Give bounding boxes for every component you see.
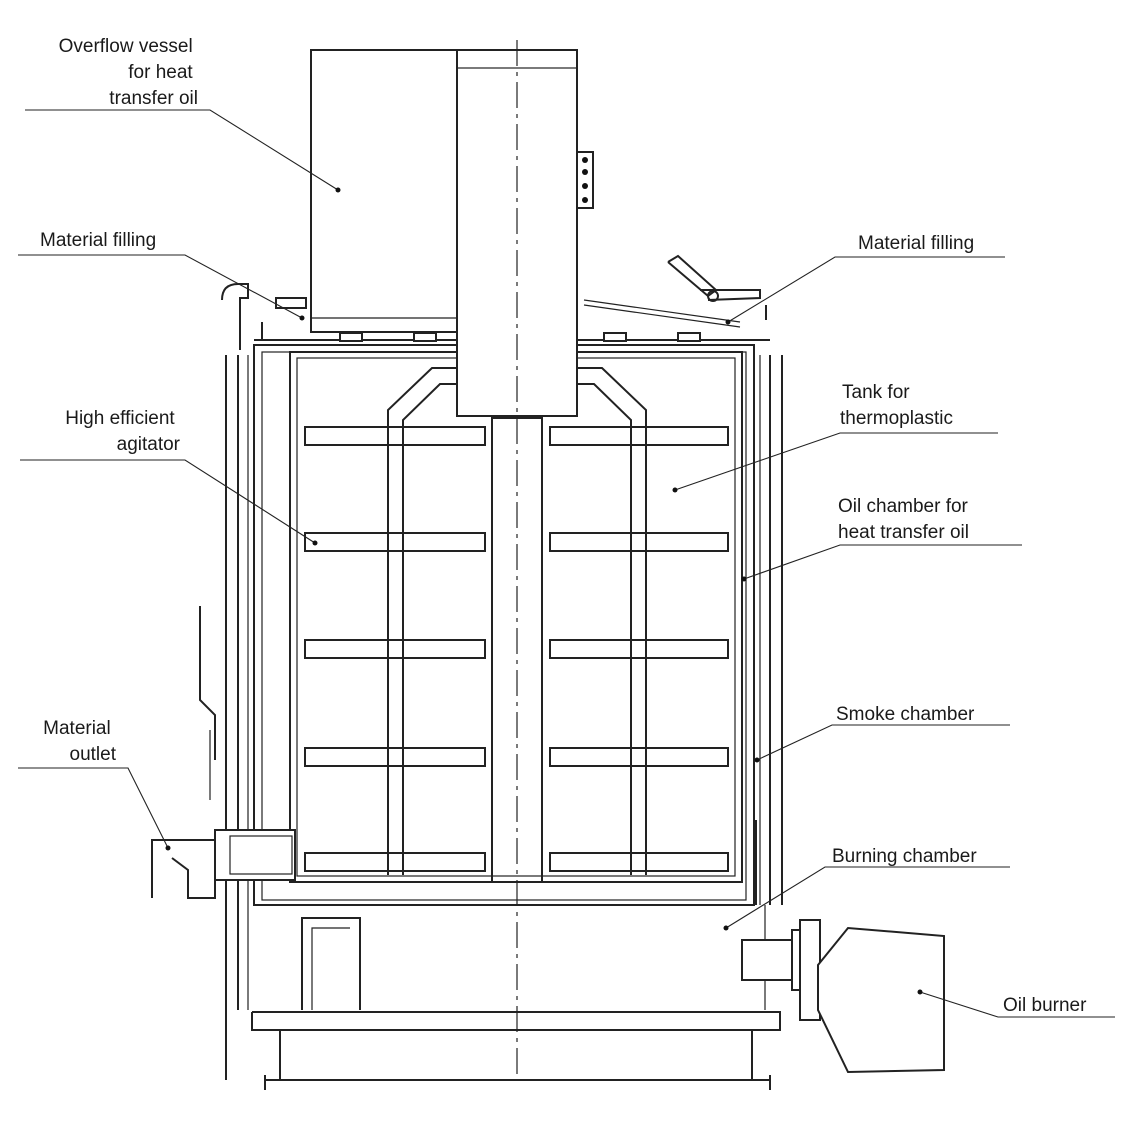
label-smoke-chamber: Smoke chamber bbox=[836, 704, 975, 725]
burning-chamber bbox=[251, 917, 781, 1090]
leader-dots bbox=[165, 187, 923, 995]
label-material-outlet: Material outlet bbox=[43, 718, 117, 765]
agitator-frame bbox=[304, 367, 729, 875]
outer-casing bbox=[225, 344, 783, 1080]
label-overflow-vessel: Overflow vessel for heat transfer oil bbox=[59, 36, 198, 109]
filling-hatch-left bbox=[221, 283, 307, 350]
label-high-efficient-agitator: High efficient agitator bbox=[65, 408, 180, 455]
drive-column bbox=[456, 40, 594, 1075]
machine-drawing bbox=[151, 40, 945, 1090]
label-burning-chamber: Burning chamber bbox=[832, 846, 977, 867]
label-oil-burner: Oil burner bbox=[1003, 995, 1087, 1016]
overflow-vessel bbox=[310, 49, 458, 333]
label-material-filling-right: Material filling bbox=[858, 233, 974, 254]
oil-burner-unit bbox=[741, 919, 945, 1074]
material-outlet bbox=[151, 606, 296, 899]
label-material-filling-left: Material filling bbox=[40, 230, 156, 251]
label-tank-for-thermoplastic: Tank for thermoplastic bbox=[840, 382, 953, 429]
filling-hatch-right bbox=[667, 254, 767, 320]
thermoplastic-tank bbox=[289, 351, 743, 883]
leader-lines bbox=[18, 109, 1115, 1018]
label-oil-chamber: Oil chamber for heat transfer oil bbox=[838, 496, 973, 543]
